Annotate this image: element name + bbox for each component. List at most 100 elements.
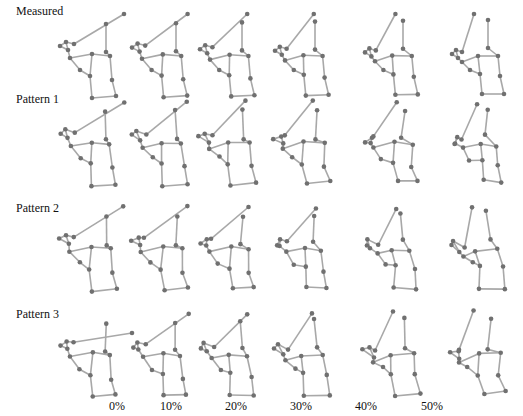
bone-line	[390, 355, 392, 374]
joint-dot	[412, 351, 417, 356]
bone-line	[240, 321, 242, 348]
joint-dot	[271, 137, 276, 142]
joint-dot	[159, 73, 164, 78]
joint-dot	[217, 154, 222, 159]
skeleton-figure	[452, 102, 503, 185]
joint-dot	[381, 365, 386, 370]
bone-line	[70, 357, 79, 370]
bone-line	[485, 135, 496, 147]
bone-line	[252, 166, 257, 183]
bone-line	[394, 265, 396, 287]
joint-dot	[65, 136, 70, 141]
joint-dot	[286, 347, 291, 352]
joint-dot	[326, 93, 331, 98]
bone-line	[181, 56, 183, 79]
joint-dot	[184, 99, 189, 104]
bone-line	[301, 356, 303, 373]
joint-dot	[393, 93, 398, 98]
joint-dot	[313, 47, 318, 52]
joint-dot	[68, 56, 73, 61]
joint-dot	[207, 249, 212, 254]
joint-dot	[122, 100, 127, 105]
joint-dot	[88, 161, 93, 166]
bone-line	[90, 76, 92, 98]
joint-dot	[64, 40, 69, 45]
joint-dot	[104, 50, 109, 55]
joint-dot	[283, 358, 288, 363]
joint-dot	[245, 312, 250, 317]
joint-dot	[180, 246, 185, 251]
bone-line	[392, 56, 393, 75]
joint-dot	[457, 250, 462, 255]
joint-dot	[108, 353, 113, 358]
joint-dot	[376, 242, 381, 247]
joint-dot	[246, 205, 251, 210]
joint-dot	[410, 54, 415, 59]
joint-dot	[489, 317, 494, 322]
joint-dot	[58, 131, 63, 136]
joint-dot	[252, 93, 257, 98]
bone-line	[286, 248, 305, 252]
joint-dot	[455, 135, 460, 140]
bone-line	[303, 54, 322, 56]
joint-dot	[88, 74, 93, 79]
bone-line	[71, 146, 81, 158]
bone-line	[411, 145, 413, 167]
joint-dot	[229, 94, 234, 99]
bone-line	[315, 110, 317, 139]
bone-line	[162, 142, 181, 144]
bone-line	[478, 55, 498, 57]
joint-dot	[159, 161, 164, 166]
joint-dot	[477, 351, 482, 356]
joint-dot	[181, 77, 186, 82]
joint-dot	[204, 237, 209, 242]
joint-dot	[217, 68, 222, 73]
bone-line	[415, 374, 421, 393]
row-label: Pattern 3	[16, 308, 59, 320]
joint-dot	[185, 93, 190, 98]
joint-dot	[300, 162, 305, 167]
column-label: 40%	[355, 400, 377, 412]
joint-dot	[107, 142, 112, 147]
joint-dot	[401, 237, 406, 242]
bone-line	[478, 56, 480, 74]
joint-dot	[241, 137, 246, 142]
bone-line	[498, 353, 501, 376]
joint-dot	[203, 43, 208, 48]
joint-dot	[243, 98, 248, 103]
joint-dot	[228, 183, 233, 188]
joint-dot	[238, 242, 243, 247]
joint-dot	[313, 19, 318, 24]
bone-line	[146, 102, 186, 135]
bone-line	[498, 56, 500, 76]
bone-line	[230, 183, 256, 186]
skeleton-figure	[363, 12, 420, 97]
joint-dot	[281, 141, 286, 146]
bone-line	[395, 94, 417, 96]
bone-line	[229, 373, 231, 395]
joint-dot	[148, 260, 153, 265]
bone-line	[302, 373, 304, 396]
bone-line	[91, 143, 92, 164]
skeleton-figure	[198, 205, 256, 291]
bone-line	[112, 168, 115, 185]
bone-line	[106, 217, 108, 246]
bone-line	[486, 211, 491, 240]
bone-line	[376, 14, 396, 50]
joint-dot	[104, 243, 109, 248]
joint-dot	[173, 108, 178, 113]
joint-dot	[291, 262, 296, 267]
joint-dot	[173, 321, 178, 326]
bone-line	[415, 269, 416, 289]
joint-dot	[251, 285, 256, 290]
joint-dot	[373, 59, 378, 64]
joint-dot	[273, 49, 278, 54]
joint-dot	[368, 246, 373, 251]
bone-line	[375, 312, 393, 351]
joint-dot	[135, 340, 140, 345]
joint-dot	[391, 72, 396, 77]
joint-dot	[399, 135, 404, 140]
joint-dot	[285, 239, 290, 244]
row-label: Pattern 1	[16, 93, 59, 105]
bone-line	[181, 144, 185, 167]
